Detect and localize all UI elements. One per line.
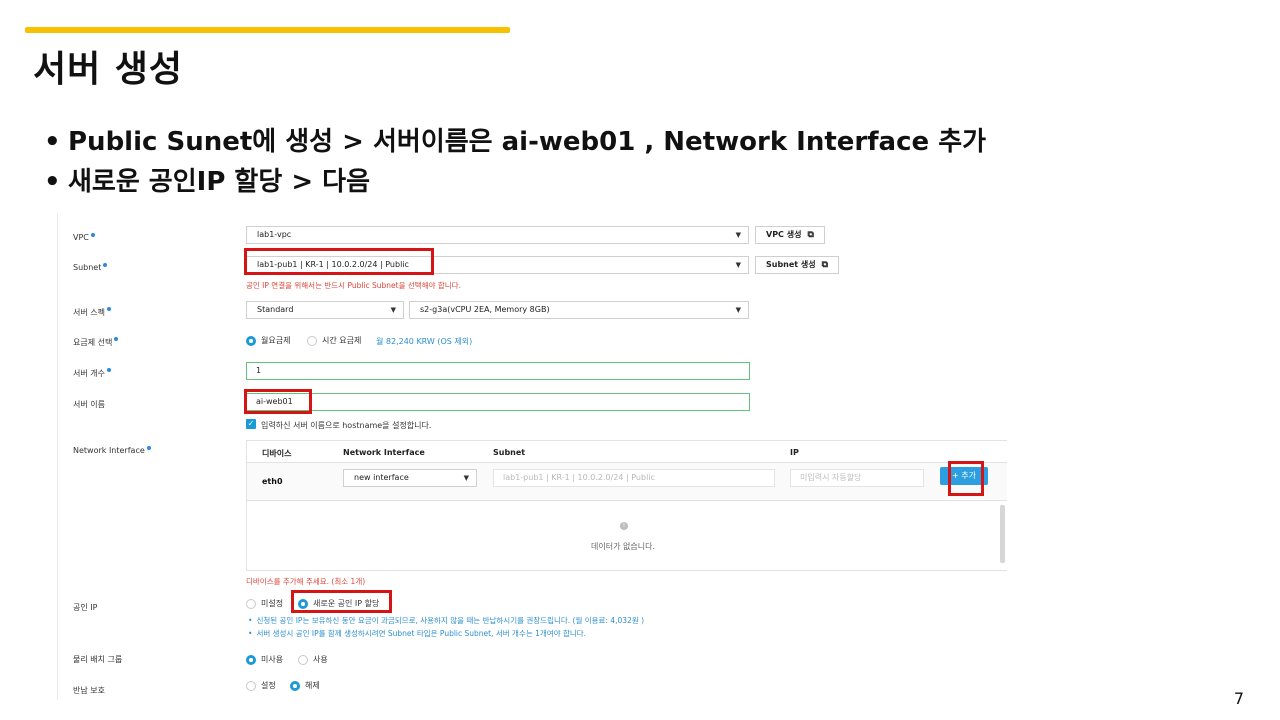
radio-unselected-icon bbox=[246, 598, 256, 609]
external-link-icon: ⧉ bbox=[807, 230, 814, 240]
protection-unset-label: 해제 bbox=[305, 681, 320, 690]
radio-selected-icon bbox=[246, 335, 256, 346]
vpc-select-value: lab1-vpc bbox=[257, 230, 292, 239]
public-ip-new-radio[interactable]: 새로운 공인 IP 할당 bbox=[298, 598, 379, 609]
public-ip-new-label: 새로운 공인 IP 할당 bbox=[313, 599, 380, 608]
billing-monthly-radio[interactable]: 월요금제 bbox=[246, 335, 290, 346]
radio-selected-icon bbox=[290, 680, 300, 691]
billing-price: 월 82,240 KRW (OS 제외) bbox=[376, 337, 473, 346]
ip-input[interactable]: 미입력시 자동할당 bbox=[790, 469, 924, 487]
instruction-list: Public Sunet에 생성 > 서버이름은 ai-web01 , Netw… bbox=[44, 122, 986, 202]
server-count-label: 서버 개수 bbox=[73, 368, 111, 379]
vpc-create-button-label: VPC 생성 bbox=[766, 230, 802, 239]
hostname-checkbox[interactable]: ✓ bbox=[246, 419, 256, 429]
column-header-device: 디바이스 bbox=[262, 449, 292, 458]
subnet-create-button[interactable]: Subnet 생성 ⧉ bbox=[755, 256, 840, 274]
radio-unselected-icon bbox=[298, 654, 308, 665]
protection-set-label: 설정 bbox=[261, 681, 276, 690]
protection-unset-radio[interactable]: 해제 bbox=[290, 680, 320, 691]
instruction-item: Public Sunet에 생성 > 서버이름은 ai-web01 , Netw… bbox=[44, 122, 986, 162]
network-interface-note: 디바이스를 추가해 주세요. (최소 1개) bbox=[246, 577, 366, 586]
info-icon: ! bbox=[620, 522, 628, 530]
billing-monthly-label: 월요금제 bbox=[261, 336, 291, 345]
subnet-select-value: lab1-pub1 | KR-1 | 10.0.2.0/24 | Public bbox=[257, 260, 409, 269]
server-name-highlight-box bbox=[244, 389, 312, 414]
billing-hourly-radio[interactable]: 시간 요금제 bbox=[307, 335, 361, 346]
ip-input-placeholder: 미입력시 자동할당 bbox=[800, 473, 862, 482]
add-interface-button[interactable]: + 추가 bbox=[940, 467, 988, 485]
public-ip-note: •신청된 공인 IP는 보유하신 동안 요금이 과금되므로, 사용하지 않을 때… bbox=[248, 616, 645, 625]
network-interface-table: 디바이스 Network Interface Subnet IP eth0 ne… bbox=[246, 440, 1007, 571]
interface-select-value: new interface bbox=[354, 473, 409, 482]
server-count-input[interactable]: 1 bbox=[246, 362, 750, 380]
subnet-highlight-box bbox=[244, 248, 434, 275]
placement-off-label: 미사용 bbox=[261, 655, 284, 664]
server-create-form-screenshot: VPC lab1-vpc ▼ VPC 생성 ⧉ Subnet lab1-pub1 … bbox=[57, 213, 1007, 700]
device-name: eth0 bbox=[262, 477, 283, 486]
dropdown-caret-icon: ▼ bbox=[390, 306, 396, 314]
public-ip-none-radio[interactable]: 미설정 bbox=[246, 598, 283, 609]
public-ip-none-label: 미설정 bbox=[261, 599, 284, 608]
radio-selected-icon bbox=[298, 598, 308, 609]
protection-set-radio[interactable]: 설정 bbox=[246, 680, 276, 691]
subnet-select[interactable]: lab1-pub1 | KR-1 | 10.0.2.0/24 | Public … bbox=[246, 256, 749, 274]
page-number: 7 bbox=[1233, 689, 1244, 708]
network-interface-label: Network Interface bbox=[73, 446, 151, 455]
dropdown-caret-icon: ▼ bbox=[463, 474, 469, 482]
vpc-create-button[interactable]: VPC 생성 ⧉ bbox=[755, 226, 825, 244]
billing-label: 요금제 선택 bbox=[73, 337, 119, 348]
spec-value: s2-g3a(vCPU 2EA, Memory 8GB) bbox=[420, 305, 550, 314]
placement-group-label: 물리 배치 그룹 bbox=[73, 655, 123, 664]
spec-select[interactable]: s2-g3a(vCPU 2EA, Memory 8GB) ▼ bbox=[409, 301, 749, 319]
radio-unselected-icon bbox=[246, 680, 256, 691]
interface-subnet-value: lab1-pub1 | KR-1 | 10.0.2.0/24 | Public bbox=[503, 473, 655, 482]
dropdown-caret-icon: ▼ bbox=[735, 261, 741, 269]
hostname-checkbox-label: 입력하신 서버 이름으로 hostname을 설정합니다. bbox=[261, 421, 432, 430]
column-header-subnet: Subnet bbox=[493, 448, 526, 457]
spec-type-value: Standard bbox=[257, 305, 294, 314]
spec-label: 서버 스펙 bbox=[73, 307, 111, 318]
public-ip-highlight-box bbox=[291, 590, 392, 613]
add-button-highlight-box bbox=[948, 461, 984, 496]
billing-hourly-label: 시간 요금제 bbox=[322, 336, 362, 345]
placement-on-radio[interactable]: 사용 bbox=[298, 654, 328, 665]
placement-off-radio[interactable]: 미사용 bbox=[246, 654, 283, 665]
column-header-ip: IP bbox=[790, 448, 799, 457]
server-name-input[interactable]: ai-web01 bbox=[246, 393, 750, 411]
column-header-interface: Network Interface bbox=[343, 448, 425, 457]
instruction-item: 새로운 공인IP 할당 > 다음 bbox=[44, 162, 986, 202]
spec-type-select[interactable]: Standard ▼ bbox=[246, 301, 404, 319]
placement-on-label: 사용 bbox=[313, 655, 328, 664]
title-accent-bar bbox=[25, 27, 510, 33]
vpc-select[interactable]: lab1-vpc ▼ bbox=[246, 226, 749, 244]
subnet-label: Subnet bbox=[73, 263, 108, 272]
return-protection-label: 반납 보호 bbox=[73, 686, 105, 695]
table-header: 디바이스 Network Interface Subnet IP bbox=[247, 441, 1007, 463]
slide-title: 서버 생성 bbox=[33, 49, 184, 90]
radio-selected-icon bbox=[246, 654, 256, 665]
public-ip-note: •서버 생성시 공인 IP를 함께 생성하시려면 Subnet 타입은 Publ… bbox=[248, 629, 587, 638]
dropdown-caret-icon: ▼ bbox=[735, 231, 741, 239]
subnet-create-button-label: Subnet 생성 bbox=[766, 260, 816, 269]
interface-subnet-select: lab1-pub1 | KR-1 | 10.0.2.0/24 | Public bbox=[493, 469, 775, 487]
table-scrollbar[interactable] bbox=[1000, 505, 1005, 563]
subnet-note: 공인 IP 연결을 위해서는 반드시 Public Subnet을 선택해야 합… bbox=[246, 281, 461, 290]
interface-select[interactable]: new interface ▼ bbox=[343, 469, 477, 487]
vpc-label: VPC bbox=[73, 233, 95, 242]
public-ip-label: 공인 IP bbox=[73, 603, 98, 612]
server-name-label: 서버 이름 bbox=[73, 400, 105, 409]
external-link-icon: ⧉ bbox=[821, 260, 829, 270]
empty-state-text: 데이터가 없습니다. bbox=[591, 542, 655, 551]
radio-unselected-icon bbox=[307, 335, 317, 346]
table-row: eth0 new interface ▼ lab1-pub1 | KR-1 | … bbox=[247, 463, 1007, 501]
dropdown-caret-icon: ▼ bbox=[735, 306, 741, 314]
